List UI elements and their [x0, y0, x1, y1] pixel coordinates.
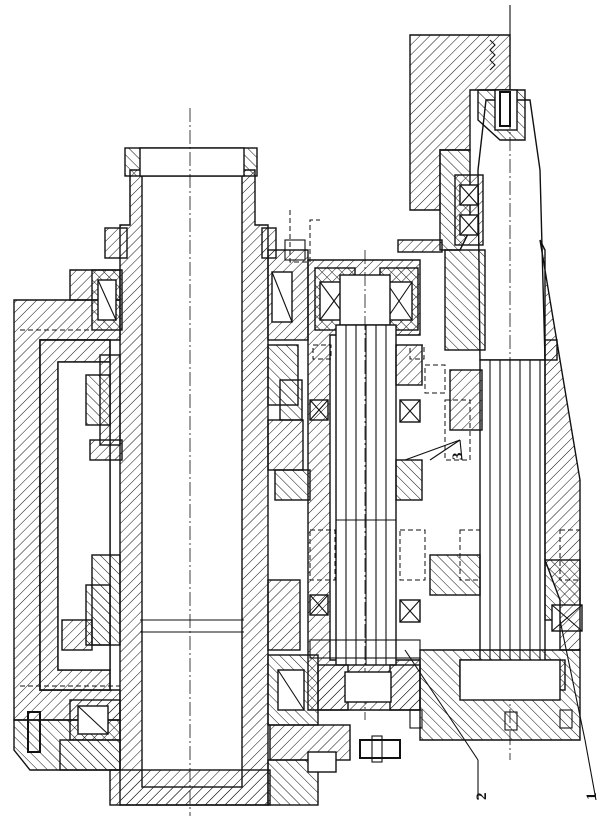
- callout-label-2: 2: [474, 793, 490, 801]
- callout-label-3: 3: [450, 453, 466, 461]
- callout-lines: [404, 5, 597, 801]
- middle-shaft: [307, 250, 423, 720]
- right-casing-body: [409, 239, 581, 741]
- callout-label-1: 1: [584, 793, 600, 801]
- left-housing: [13, 269, 121, 771]
- spindle-left-parts: [27, 269, 271, 806]
- main-spindle: [104, 108, 277, 816]
